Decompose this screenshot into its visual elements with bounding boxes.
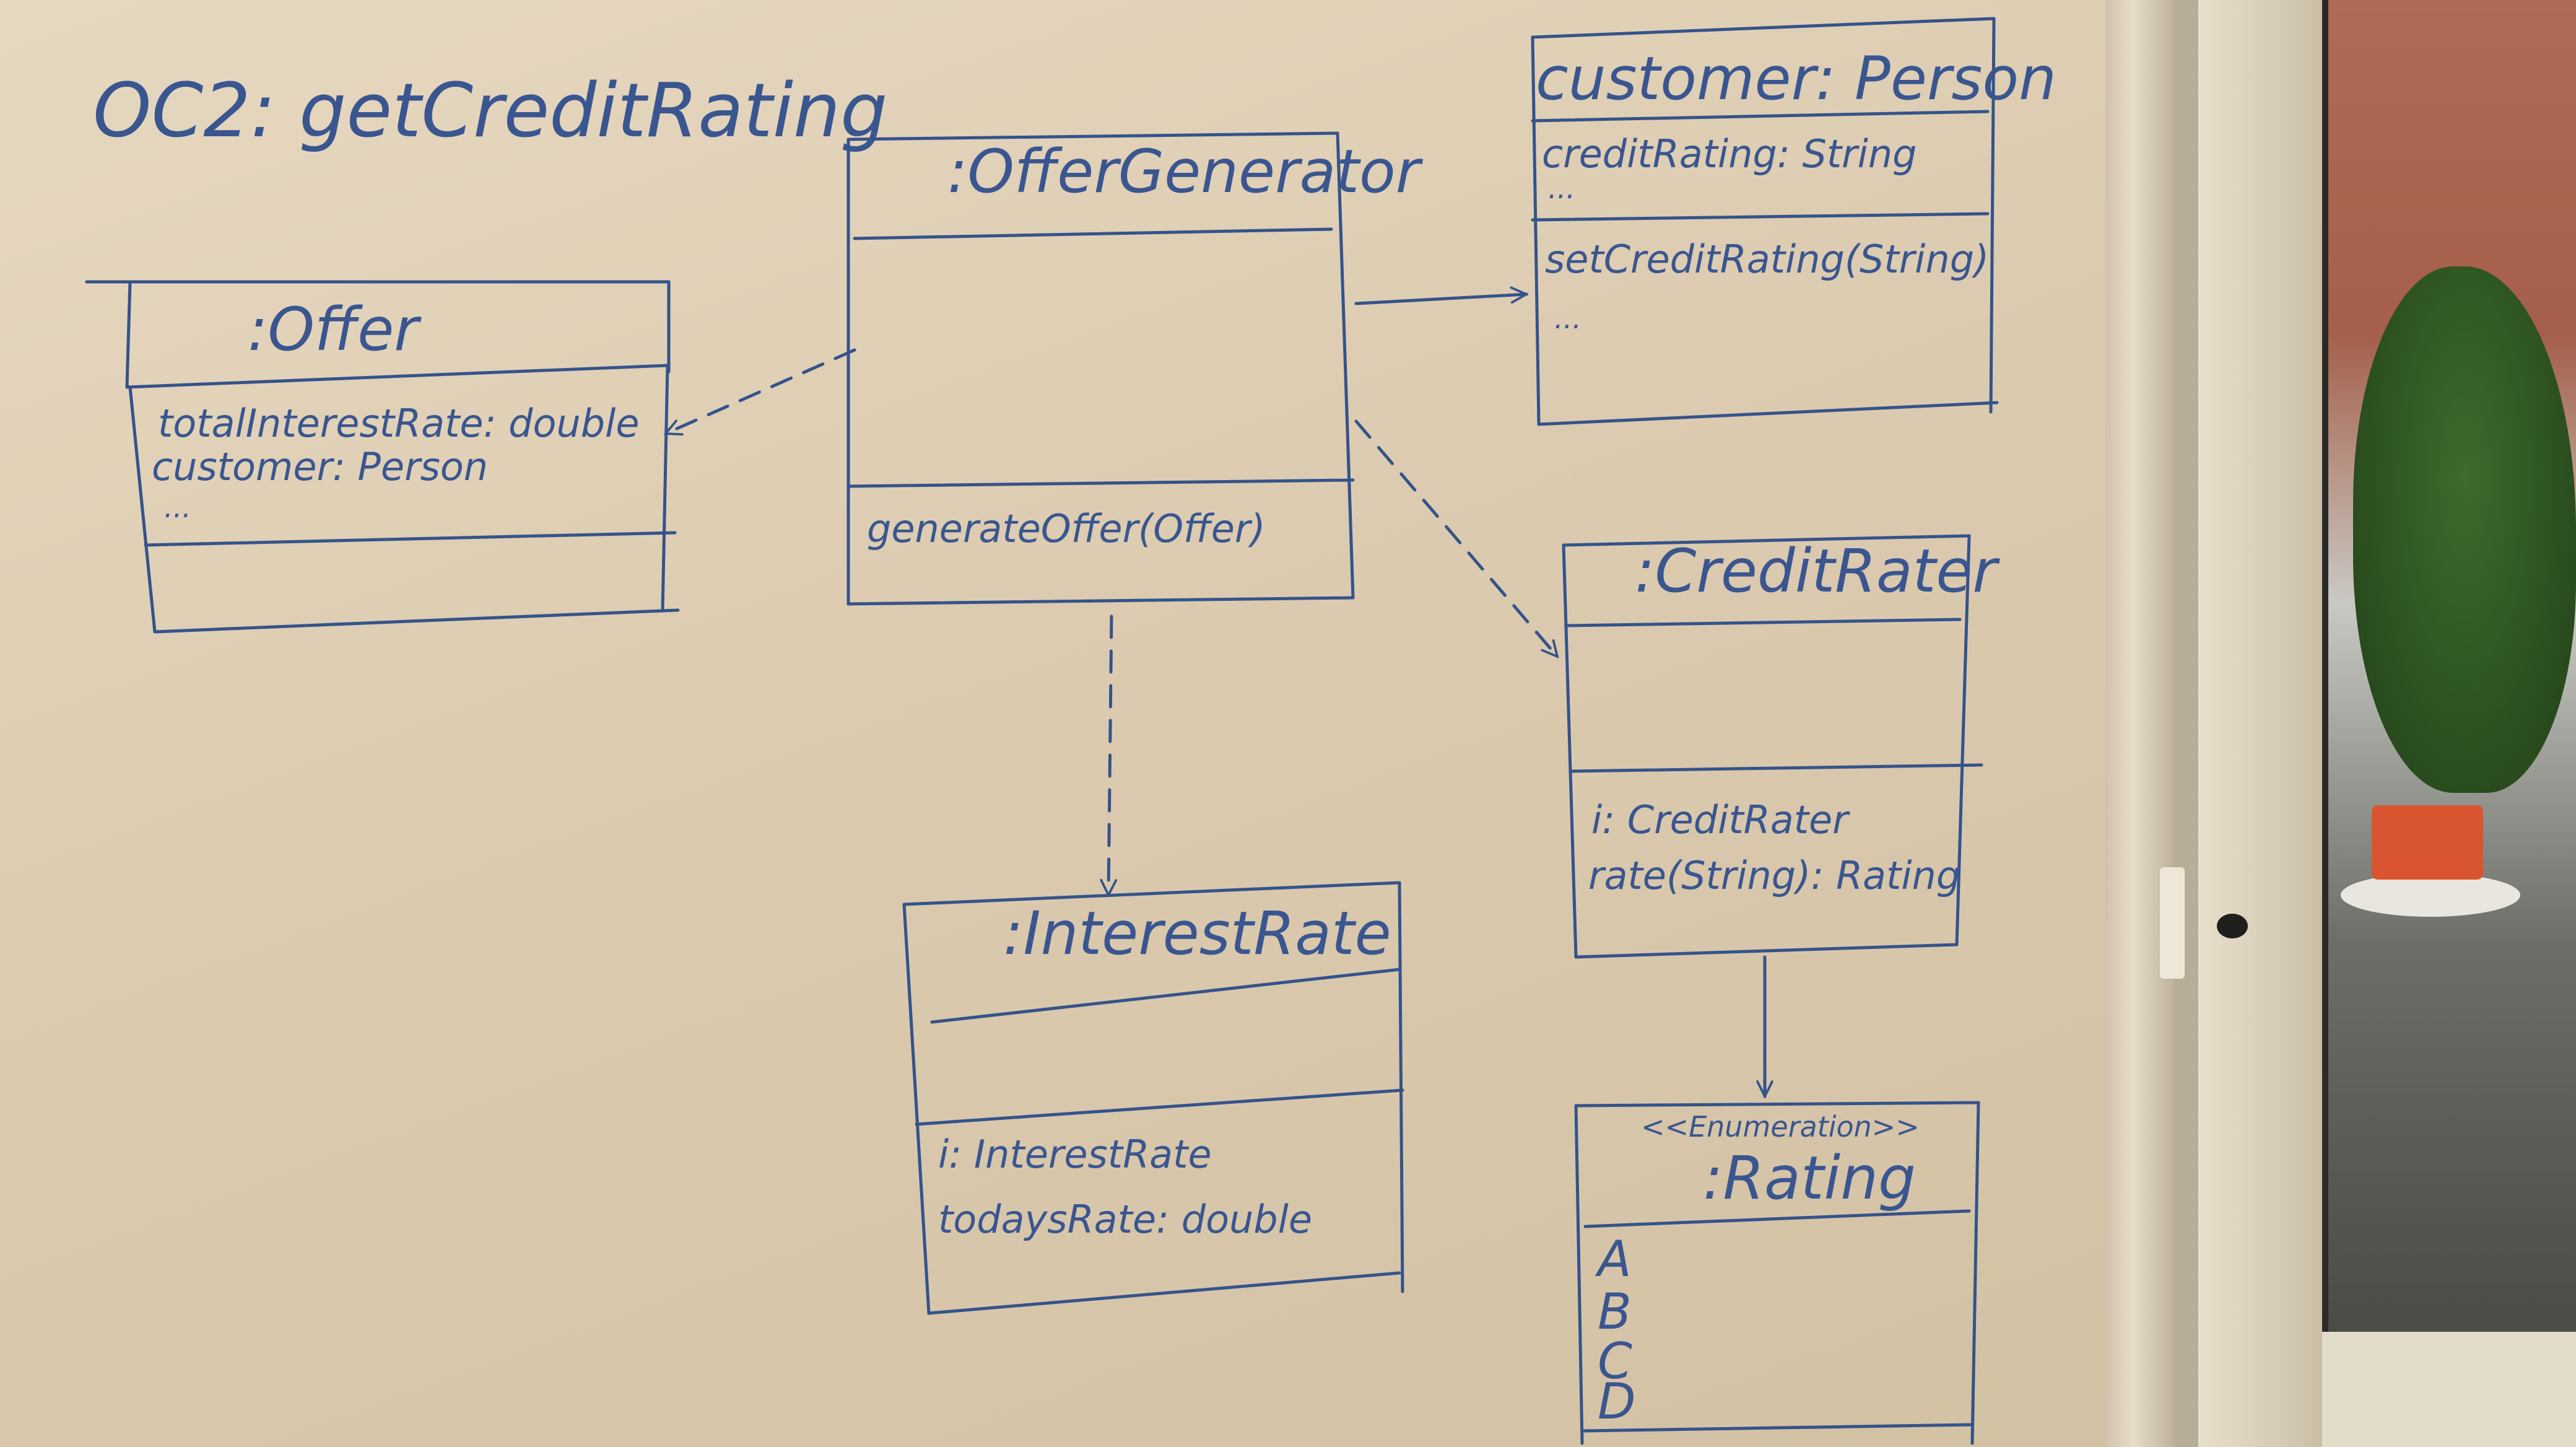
og-box-top: [846, 131, 1339, 141]
uml-diagram: OC2: getCreditRating :Offer totalInteres…: [85, 17, 2056, 1445]
cr-box-right: [1955, 534, 1971, 946]
cp-op-set-credit-rating: setCreditRating(String): [1545, 237, 1989, 282]
cp-box-divider-2: [1531, 212, 1990, 222]
rating-value-b: B: [1598, 1283, 1632, 1340]
credit-rater-class: :CreditRater i: CreditRater rate(String)…: [1562, 534, 2000, 959]
door-knob: [2217, 914, 2248, 938]
rating-box-top: [1574, 1101, 1980, 1108]
whiteboard-frame: [2105, 0, 2174, 1447]
cr-class-name: :CreditRater: [1635, 536, 2000, 606]
cr-box-divider-1: [1565, 618, 1962, 627]
ir-box-top: [902, 881, 1401, 906]
ir-box-bottom: [927, 1271, 1401, 1315]
cr-box-left: [1562, 543, 1578, 959]
rating-stereotype: <<Enumeration>>: [1641, 1110, 1920, 1143]
round-table: [2341, 873, 2520, 917]
offer-box-bottom: [153, 608, 680, 634]
cp-box-right: [1989, 17, 1996, 414]
rating-value-a: A: [1595, 1230, 1632, 1288]
cr-box-top: [1562, 534, 1971, 547]
rating-value-d: D: [1598, 1373, 1636, 1430]
cp-box-top: [1531, 17, 1996, 39]
offer-attr-customer: customer: Person: [152, 444, 488, 489]
og-class-name: :OfferGenerator: [947, 137, 1424, 206]
cp-box-divider-1: [1531, 110, 1990, 123]
cr-box-bottom: [1574, 943, 1959, 959]
window-sill: [2322, 1332, 2576, 1447]
cr-op-rate: rate(String): Rating: [1588, 853, 1960, 898]
ir-op-todays-rate: todaysRate: double: [938, 1197, 1312, 1242]
ir-op-instance: i: InterestRate: [938, 1132, 1212, 1177]
og-box-divider-1: [853, 227, 1333, 240]
cp-box-bottom: [1537, 401, 1999, 426]
ir-box-divider-2: [915, 1088, 1404, 1126]
wall-gap: [2174, 0, 2198, 1447]
offer-box-divider-2: [144, 531, 677, 547]
rating-box-bottom: [1580, 1423, 1974, 1433]
offer-class-name: :Offer: [248, 295, 422, 364]
door-hinge: [2160, 867, 2185, 979]
offer-generator-class: :OfferGenerator generateOffer(Offer): [846, 131, 1424, 606]
offer-box-left-upper: [125, 280, 132, 389]
offer-class: :Offer totalInterestRate: double custome…: [85, 280, 680, 634]
cr-op-instance: i: CreditRater: [1591, 797, 1850, 842]
og-op-generate-offer: generateOffer(Offer): [867, 506, 1266, 551]
offer-attr-ellipsis: ...: [164, 491, 191, 524]
cp-box-left: [1531, 35, 1541, 426]
ir-class-name: :InterestRate: [1003, 899, 1391, 968]
rating-class-name: :Rating: [1703, 1143, 1916, 1213]
rating-value-c: C: [1598, 1332, 1632, 1390]
cp-attr-ellipsis: ...: [1548, 172, 1575, 205]
offer-box-right: [661, 364, 669, 612]
og-box-bottom: [846, 596, 1355, 606]
ir-box-left: [902, 903, 931, 1315]
og-to-interestrate-dashed-arrow: [1108, 614, 1112, 895]
cp-attr-credit-rating: creditRating: String: [1542, 131, 1917, 177]
whiteboard: [0, 0, 2118, 1447]
rating-box-right: [1970, 1101, 1980, 1445]
offer-attr-total-interest: totalInterestRate: double: [158, 401, 639, 446]
orange-chair: [2372, 805, 2483, 880]
cp-class-name: customer: Person: [1536, 44, 2056, 113]
ir-box-right: [1398, 881, 1404, 1293]
door-panel: [2198, 0, 2322, 1447]
interest-rate-class: :InterestRate i: InterestRate todaysRate…: [902, 881, 1404, 1315]
cr-box-divider-2: [1571, 763, 1983, 773]
cp-op-ellipsis: ...: [1554, 302, 1582, 335]
rating-enum: <<Enumeration>> :Rating A B C D: [1574, 1101, 1980, 1445]
og-box-right: [1336, 131, 1355, 600]
rating-box-left: [1574, 1104, 1584, 1445]
og-to-creditrater-dashed-arrow: [1354, 419, 1557, 657]
offer-box-divider-1: [125, 364, 669, 389]
og-to-offer-dashed-arrow: [666, 348, 856, 434]
ir-box-divider-1: [930, 968, 1401, 1024]
og-to-person-arrow: [1354, 294, 1526, 305]
rating-box-divider: [1583, 1209, 1971, 1228]
customer-person-class: customer: Person creditRating: String ..…: [1531, 17, 2056, 426]
board-title: OC2: getCreditRating: [93, 68, 887, 154]
potted-plant: [2353, 266, 2576, 793]
og-box-divider-2: [846, 478, 1355, 488]
offer-box-left: [128, 385, 157, 634]
